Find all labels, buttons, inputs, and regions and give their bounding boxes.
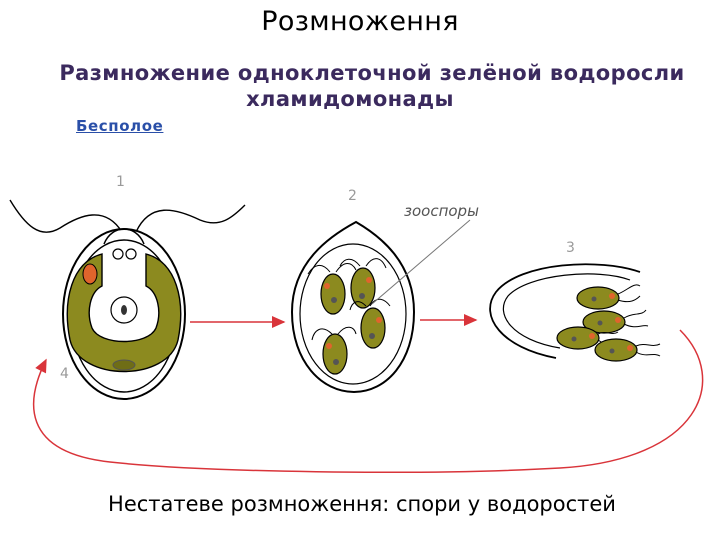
slide-title: Розмноження — [261, 6, 459, 37]
contractile-vacuole-right — [125, 248, 137, 260]
slide-caption: Нестатеве розмноження: спори у водоросте… — [108, 492, 616, 516]
stage-2-zoosporangium — [290, 220, 416, 394]
papilla — [103, 228, 145, 245]
zoospore-label: зооспоры — [404, 202, 479, 220]
released-zoospore — [594, 338, 661, 362]
cycle-return-arrow — [32, 329, 704, 474]
zoospore — [339, 258, 387, 309]
flagellum-left — [9, 199, 123, 233]
stage-2-number: 2 — [348, 188, 357, 204]
zoospore — [307, 263, 357, 315]
zoospore — [349, 298, 391, 349]
stage-3-number: 3 — [566, 240, 575, 256]
diagram-heading-line-2: хламидомонады — [246, 87, 454, 111]
zoospore-pointer-line — [371, 219, 471, 305]
nucleolus — [121, 305, 127, 315]
released-zoospore — [576, 284, 641, 310]
stage-1-number: 1 — [116, 174, 125, 190]
stage-4-number: 4 — [60, 366, 69, 382]
zoospore — [311, 326, 357, 375]
pyrenoid — [112, 359, 136, 371]
diagram-heading-line-1: Размножение одноклеточной зелёной водоро… — [59, 61, 685, 85]
ruptured-wall-outer — [489, 263, 641, 359]
contractile-vacuole-left — [112, 248, 124, 260]
released-zoospore — [556, 326, 619, 350]
stage-3-zoospore-release — [489, 263, 661, 362]
released-zoospore — [582, 309, 649, 334]
ruptured-wall-inner — [502, 273, 631, 349]
chloroplast — [66, 253, 182, 373]
mother-cell-membrane — [299, 243, 407, 385]
flagellum-right — [135, 204, 246, 233]
stage-1-mature-cell — [9, 199, 246, 400]
eyespot — [82, 263, 98, 285]
asexual-subheading: Бесполое — [76, 117, 164, 135]
